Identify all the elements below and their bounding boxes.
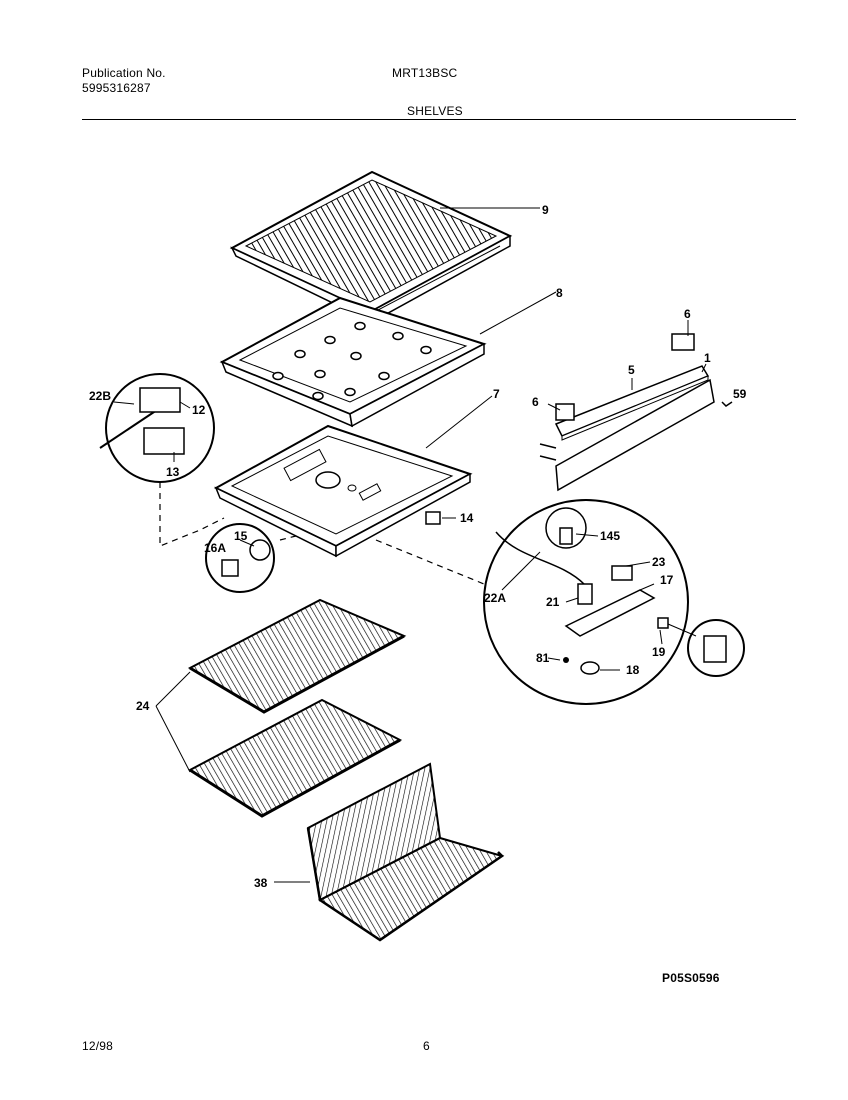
wire-shelf-part-24-upper: [187, 598, 407, 714]
callout-81: 81: [536, 651, 550, 665]
callout-13: 13: [166, 465, 180, 479]
component-part-14: [425, 511, 441, 525]
callout-22a: 22A: [484, 591, 506, 605]
dashed-leader-lines: [159, 482, 485, 585]
callout-19: 19: [652, 645, 666, 659]
damper-control-detail: [99, 373, 215, 483]
callout-labels: 9 8 7 6 5 1 59 6 22B 12 13 14 15 16A 145…: [89, 203, 747, 890]
callout-18: 18: [626, 663, 640, 677]
callout-22b: 22B: [89, 389, 111, 403]
control-box-detail: [483, 499, 689, 705]
callout-12: 12: [192, 403, 206, 417]
callout-6-upper: 6: [684, 307, 691, 321]
callout-14: 14: [460, 511, 474, 525]
publication-number: 5995316287: [82, 81, 151, 95]
header-rule: [82, 119, 796, 120]
callout-1: 1: [704, 351, 711, 365]
callout-59: 59: [733, 387, 747, 401]
callout-16a: 16A: [204, 541, 226, 555]
crisper-cover-part-8: [219, 296, 487, 428]
callout-6-lower: 6: [532, 395, 539, 409]
callout-5: 5: [628, 363, 635, 377]
callout-23: 23: [652, 555, 666, 569]
callout-145: 145: [600, 529, 620, 543]
control-housing-part-7: [213, 424, 473, 558]
publication-label: Publication No.: [82, 66, 166, 80]
footer-page-number: 6: [423, 1039, 430, 1053]
section-title: SHELVES: [407, 104, 463, 118]
wire-shelf-part-24-lower: [188, 698, 403, 818]
switch-detail: [667, 619, 745, 677]
callout-leader-lines: [113, 207, 707, 883]
wire-basket-part-38: [306, 762, 505, 942]
callout-7: 7: [493, 387, 500, 401]
light-socket-detail: [205, 523, 275, 593]
callout-8: 8: [556, 286, 563, 300]
figure-code: P05S0596: [662, 971, 720, 985]
shelf-grille-part-9: [229, 170, 513, 331]
footer-date: 12/98: [82, 1039, 114, 1053]
model-number: MRT13BSC: [392, 66, 458, 80]
callout-9: 9: [542, 203, 549, 217]
callout-38: 38: [254, 876, 268, 890]
callout-17: 17: [660, 573, 674, 587]
trim-bracket-parts-5-1: [539, 333, 733, 492]
callout-21: 21: [546, 595, 560, 609]
callout-24: 24: [136, 699, 150, 713]
callout-15: 15: [234, 529, 248, 543]
